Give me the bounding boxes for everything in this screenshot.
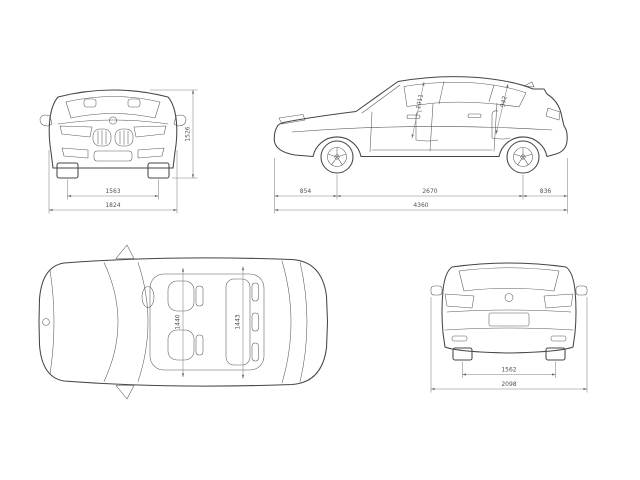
front-seat-profile	[415, 110, 439, 142]
top-mirror-left	[115, 244, 135, 259]
front-door-handle	[406, 114, 421, 119]
top-rear-width-dimension: 1443	[234, 266, 245, 379]
rear-door-seam	[493, 102, 498, 152]
tailgate-arc	[299, 261, 308, 383]
bmw-roundel-icon	[42, 318, 50, 326]
hood-line	[57, 119, 169, 125]
rear-view	[430, 262, 588, 361]
rear-wheel	[506, 140, 540, 174]
windshield-top-arc	[137, 262, 149, 382]
dim-overall-length: 4360	[413, 202, 428, 209]
rear-body-outline	[441, 262, 577, 354]
front-bumper-line	[49, 269, 55, 375]
front-view-left-wheel	[56, 162, 79, 179]
top-mirror-right	[115, 385, 135, 400]
dim-front-height: 1526	[184, 126, 191, 141]
rear-seat-profile	[491, 110, 511, 140]
dim-top-front-width: 1440	[174, 314, 181, 329]
dim-rear-track: 1562	[501, 367, 516, 374]
rear-bench-seats	[225, 278, 259, 366]
kidney-grille	[92, 128, 134, 147]
headrest-right	[127, 98, 141, 108]
side-view	[273, 76, 568, 174]
dim-front-width: 1824	[105, 202, 120, 209]
rear-bumper-line	[444, 327, 574, 331]
steering-wheel	[141, 286, 155, 308]
front-wheel	[320, 140, 354, 174]
rear-view-right-wheel	[545, 347, 566, 361]
left-mirror	[39, 114, 53, 127]
bmw-roundel-icon	[504, 293, 514, 302]
tailgate-line	[446, 309, 572, 313]
front-seats	[167, 280, 204, 361]
side-body-outline	[273, 76, 568, 158]
dim-front-overhang: 854	[300, 188, 312, 195]
taillight-left	[444, 293, 475, 309]
roof-panel	[149, 273, 265, 371]
front-view	[39, 89, 187, 179]
taillight-right	[543, 293, 574, 309]
headlight-right	[133, 125, 167, 138]
front-door-seam	[369, 111, 373, 153]
fog-light-right	[137, 147, 165, 159]
rear-headroom-dimension: 942	[495, 83, 509, 135]
rear-window	[458, 267, 560, 292]
rear-left-mirror	[430, 285, 443, 296]
dim-rear-overhang: 836	[540, 188, 552, 195]
reflector-right	[550, 335, 567, 342]
rear-width-dimension: 2098	[430, 297, 588, 393]
front-height-dimension: 1526	[150, 89, 198, 179]
rear-track-dimension: 1562	[462, 361, 556, 378]
character-line	[291, 126, 553, 133]
side-taillight	[545, 107, 561, 121]
front-headroom-dimension: 1011	[411, 81, 425, 139]
front-width-dimension: 1824	[48, 150, 178, 214]
dim-front-track: 1563	[105, 188, 120, 195]
side-length-dimensions: 854 2670 836 4360	[274, 158, 568, 214]
door-seam-middle	[429, 103, 434, 152]
front-body-outline	[48, 89, 178, 169]
dim-rear-diagonal: 942	[499, 95, 508, 108]
rear-right-mirror	[575, 285, 588, 296]
fog-light-left	[61, 147, 89, 159]
headrest-left	[83, 98, 97, 108]
bmw-roundel-icon	[109, 116, 117, 125]
side-headlight	[278, 114, 306, 125]
headlight-left	[59, 125, 93, 138]
lower-air-intake	[93, 150, 133, 162]
rear-window-arc	[281, 260, 292, 384]
antenna-fin	[523, 81, 535, 88]
a-pillar-line	[361, 84, 401, 114]
reflector-left	[451, 335, 468, 342]
top-view	[38, 244, 329, 400]
license-plate	[488, 312, 530, 327]
dim-top-rear-width: 1443	[234, 314, 241, 329]
right-mirror	[173, 114, 187, 127]
dim-rear-width-mirrors: 2098	[501, 381, 516, 388]
top-body-outline	[38, 257, 329, 387]
dim-front-diagonal: 1011	[415, 93, 425, 110]
windshield	[65, 96, 161, 119]
rear-door-handle	[467, 113, 482, 118]
front-view-right-wheel	[147, 162, 170, 179]
front-track-dimension: 1563	[67, 179, 159, 200]
b-pillar-line	[438, 81, 445, 105]
dim-wheelbase: 2670	[422, 188, 437, 195]
c-pillar-line	[488, 84, 495, 102]
top-front-width-dimension: 1440	[174, 268, 185, 377]
windshield-base-arc	[103, 262, 119, 382]
rear-view-left-wheel	[452, 347, 473, 361]
